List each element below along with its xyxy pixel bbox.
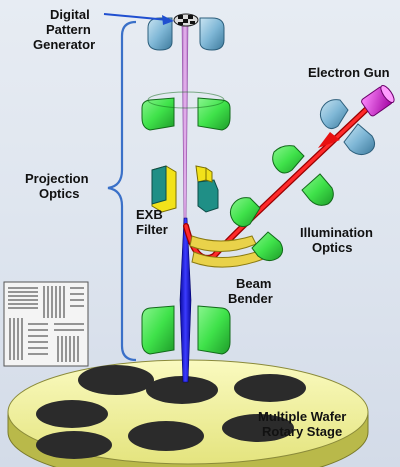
beam-bender [189, 235, 267, 268]
wafer [234, 374, 306, 402]
exb-filter [151, 165, 219, 213]
label-digital-pattern-generator: Digital Pattern Generator [33, 7, 95, 52]
electron-gun [319, 84, 395, 156]
projection-lens-upper [141, 91, 231, 131]
label-projection-optics: Projection Optics [25, 171, 92, 201]
label-line: Optics [39, 186, 79, 201]
digital-pattern-generator [147, 13, 225, 51]
illumination-lens-upper [272, 145, 334, 206]
label-line: Illumination [300, 225, 373, 240]
label-line: Generator [33, 37, 95, 52]
label-line: Optics [312, 240, 352, 255]
wafer-group [36, 365, 306, 459]
label-line: EXB [136, 207, 163, 222]
label-electron-gun: Electron Gun [308, 65, 390, 80]
illumination-beam-arrowhead [318, 132, 340, 148]
projection-beam [181, 23, 189, 223]
wafer [36, 400, 108, 428]
wafer [36, 431, 112, 459]
label-line: Bender [228, 291, 273, 306]
label-beam-bender: Beam Bender [228, 276, 275, 306]
label-line: Multiple Wafer [258, 409, 346, 424]
label-line: Filter [136, 222, 168, 237]
label-line: Pattern [46, 22, 91, 37]
illumination-lens-lower [229, 197, 284, 262]
label-illumination-optics: Illumination Optics [300, 225, 377, 255]
pattern-sample-icon [3, 281, 89, 367]
label-line: Digital [50, 7, 90, 22]
label-exb-filter: EXB Filter [136, 207, 168, 237]
projection-optics-brace [107, 20, 137, 362]
label-line: Rotary Stage [262, 424, 342, 439]
wafer [78, 365, 154, 395]
wafer [146, 376, 218, 404]
label-multiple-wafer-rotary-stage: Multiple Wafer Rotary Stage [258, 409, 350, 439]
pattern-generator-arrow [103, 13, 169, 21]
label-line: Beam [236, 276, 271, 291]
projection-lens-lower [141, 305, 231, 355]
wafer-rotary-stage [7, 359, 369, 467]
wafer [222, 414, 294, 442]
wafer-beam [179, 217, 192, 383]
label-line: Projection [25, 171, 89, 186]
wafer [128, 421, 204, 451]
